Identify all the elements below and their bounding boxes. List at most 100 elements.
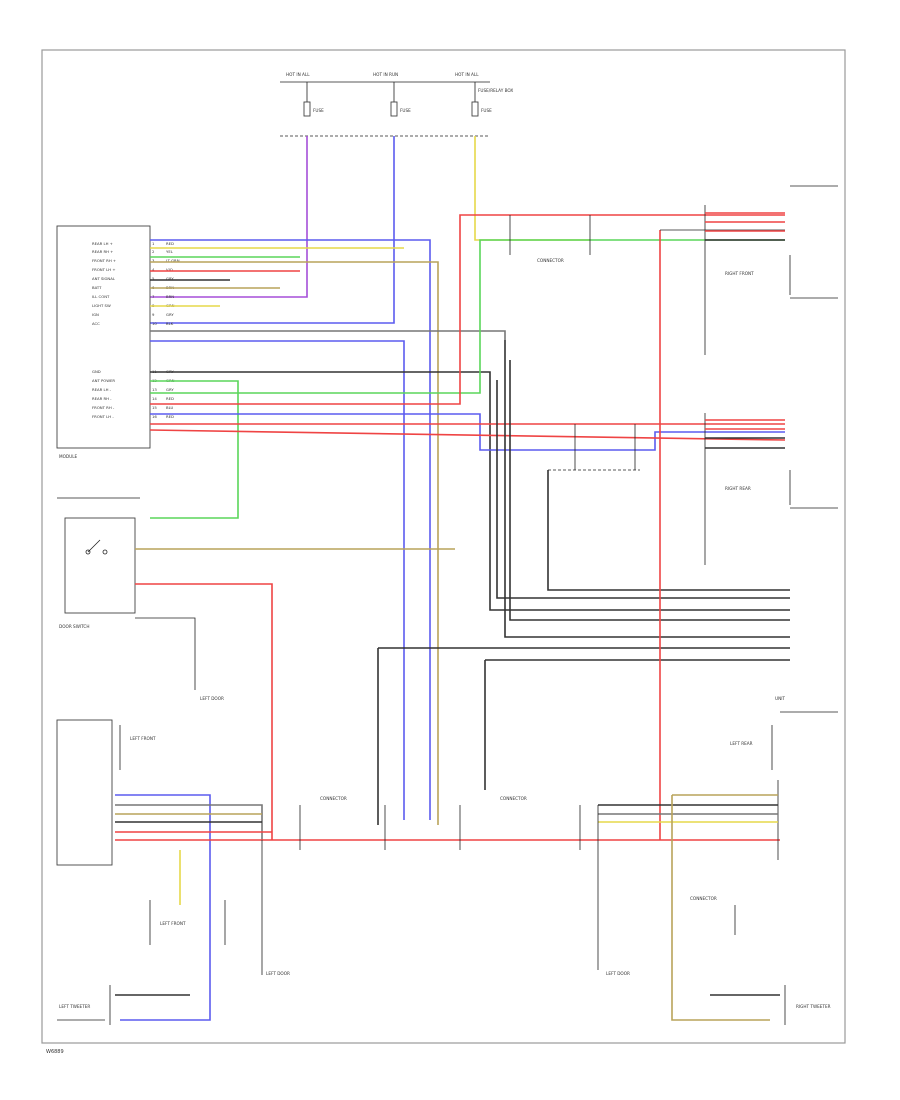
door-switch: DOOR SWITCH — [57, 497, 140, 629]
rru-unit-label: UNIT — [775, 696, 785, 701]
pin-row-13-name: REAR LH - — [92, 387, 112, 392]
fuse-2-symbol — [390, 101, 398, 117]
right-tweeter: RIGHT TWEETER — [710, 985, 831, 1025]
connector-bottom-left: CONNECTOR — [299, 796, 386, 850]
fuse-2-text: FUSE — [400, 108, 411, 113]
fuse-title-left: HOT IN ALL — [286, 72, 310, 77]
wire-module-gray-1 — [150, 330, 506, 340]
pin-row-2-name: REAR RH + — [92, 249, 113, 254]
pin-row-4-name: FRONT LH + — [92, 267, 116, 272]
rrs-label: CONNECTOR — [690, 896, 717, 901]
pin-row-5-wire: GRY — [166, 276, 174, 281]
wire-lf-blue — [115, 794, 211, 1021]
pin-row-1-wire: RED — [166, 241, 174, 246]
rf-speaker-label: RIGHT FRONT — [725, 271, 754, 276]
module-pins-upper: REAR LH + 1 RED REAR RH + 2 YEL FRONT RH… — [92, 241, 180, 326]
wire-switch-red — [135, 583, 273, 840]
pin-row-6-name: BATT — [92, 285, 102, 290]
pin-row-14-wire: RED — [166, 396, 174, 401]
wire-yellow-fuse — [474, 136, 590, 241]
pin-row-10-num: 10 — [152, 321, 157, 326]
fuse-block: HOT IN ALL HOT IN RUN HOT IN ALL FUSE/RE… — [280, 72, 513, 137]
rt-label: RIGHT TWEETER — [796, 1004, 831, 1009]
right-front-speaker: RIGHT FRONT — [704, 185, 838, 355]
pin-row-9-num: 9 — [152, 312, 155, 317]
pin-row-1-name: REAR LH + — [92, 241, 113, 246]
wire-lower-red-3 — [149, 429, 786, 441]
pin-row-1-num: 1 — [152, 241, 155, 246]
pin-row-5-num: 5 — [152, 276, 155, 281]
pin-row-16-name: FRONT LH - — [92, 414, 114, 419]
pin-row-9-wire: GRY — [166, 312, 174, 317]
pin-row-10-name: ACC — [92, 321, 100, 326]
fuse-3-symbol — [471, 101, 479, 117]
fuse-1-symbol — [303, 101, 311, 117]
wire-lf-gray — [115, 804, 263, 840]
diagram-frame — [41, 49, 846, 1044]
right-rear-unit: UNIT LEFT REAR — [730, 696, 838, 860]
wire-module-blue-1 — [150, 239, 431, 820]
wire-purple-fuse — [150, 136, 308, 298]
wire-lower-blue — [150, 413, 785, 451]
wire-module-olive-1 — [150, 261, 439, 825]
connector-bottom-mid: CONNECTOR — [459, 796, 581, 850]
lt-label: LEFT TWEETER — [59, 1004, 90, 1009]
pin-row-4-num: 4 — [152, 267, 155, 272]
rr-speaker-label: RIGHT REAR — [725, 486, 751, 491]
wire-rr-olive-2 — [671, 795, 770, 1021]
pin-row-14-num: 14 — [152, 396, 157, 401]
wire-lower-red-1 — [150, 214, 785, 405]
wire-lower-green-ant — [150, 380, 239, 519]
pin-row-3-name: FRONT RH + — [92, 258, 116, 263]
pin-row-2-wire: YEL — [166, 249, 174, 254]
pin-row-2-num: 2 — [152, 249, 155, 254]
pin-row-13-num: 13 — [152, 387, 157, 392]
conn-bm-label: CONNECTOR — [500, 796, 527, 801]
left-front-unit: LEFT FRONT — [56, 719, 156, 866]
footer-code: W6889 — [46, 1049, 64, 1055]
pin-row-14-name: REAR RH - — [92, 396, 112, 401]
left-front-speaker-lower: LEFT FRONT — [149, 900, 226, 945]
switch-blade — [87, 539, 101, 553]
wire-lower-dark — [150, 371, 790, 611]
lf-unit-label: LEFT FRONT — [130, 736, 156, 741]
pin-row-4-wire: VIO — [166, 267, 173, 272]
right-rear-speaker: RIGHT REAR — [704, 413, 838, 565]
radio-module: MODULE — [56, 225, 151, 459]
lf-unit-outline — [56, 719, 113, 866]
pin-row-3-wire: LT GRN — [166, 258, 180, 263]
pin-row-10-wire: BLK — [166, 321, 174, 326]
pin-row-7-num: 7 — [152, 294, 155, 299]
pin-row-15-num: 15 — [152, 405, 157, 410]
pin-row-3-num: 3 — [152, 258, 155, 263]
wire-switch-ground — [135, 617, 196, 690]
fuse-note-label: FUSE/RELAY BOX — [478, 88, 513, 93]
pin-row-7-wire: BRN — [166, 294, 174, 299]
pin-row-15-name: FRONT RH - — [92, 405, 115, 410]
left-tweeter: LEFT TWEETER — [57, 985, 190, 1025]
connector-middle — [548, 424, 640, 471]
pin-row-15-wire: BLU — [166, 405, 174, 410]
module-caption: MODULE — [59, 454, 78, 459]
switch-outline — [64, 517, 136, 614]
fuse-title-right: HOT IN ALL — [455, 72, 479, 77]
module-pins-lower: GND 11 GRY ANT POWER 12 GRN REAR LH - 13… — [92, 369, 175, 419]
fuse-1-text: FUSE — [313, 108, 324, 113]
pin-row-7-name: ILL CONT — [92, 294, 110, 299]
wire-right-dark-3 — [547, 470, 790, 591]
connector-top: CONNECTOR — [509, 215, 591, 263]
pin-row-5-name: ANT SIGNAL — [92, 276, 116, 281]
switch-contact-2 — [102, 549, 108, 555]
connector-top-label: CONNECTOR — [537, 258, 564, 263]
conn-bl-label: CONNECTOR — [320, 796, 347, 801]
pin-row-13-wire: GRY — [166, 387, 174, 392]
lfs-label: LEFT FRONT — [160, 921, 186, 926]
fuse-title-mid: HOT IN RUN — [373, 72, 398, 77]
rru-speaker-label: LEFT REAR — [730, 741, 753, 746]
pin-row-8-name: LIGHT SW — [92, 303, 111, 308]
fuse-3-text: FUSE — [481, 108, 492, 113]
switch-contact-1 — [85, 549, 91, 555]
pin-row-9-name: IGN — [92, 312, 99, 317]
wire-blue-fuse — [150, 136, 395, 324]
